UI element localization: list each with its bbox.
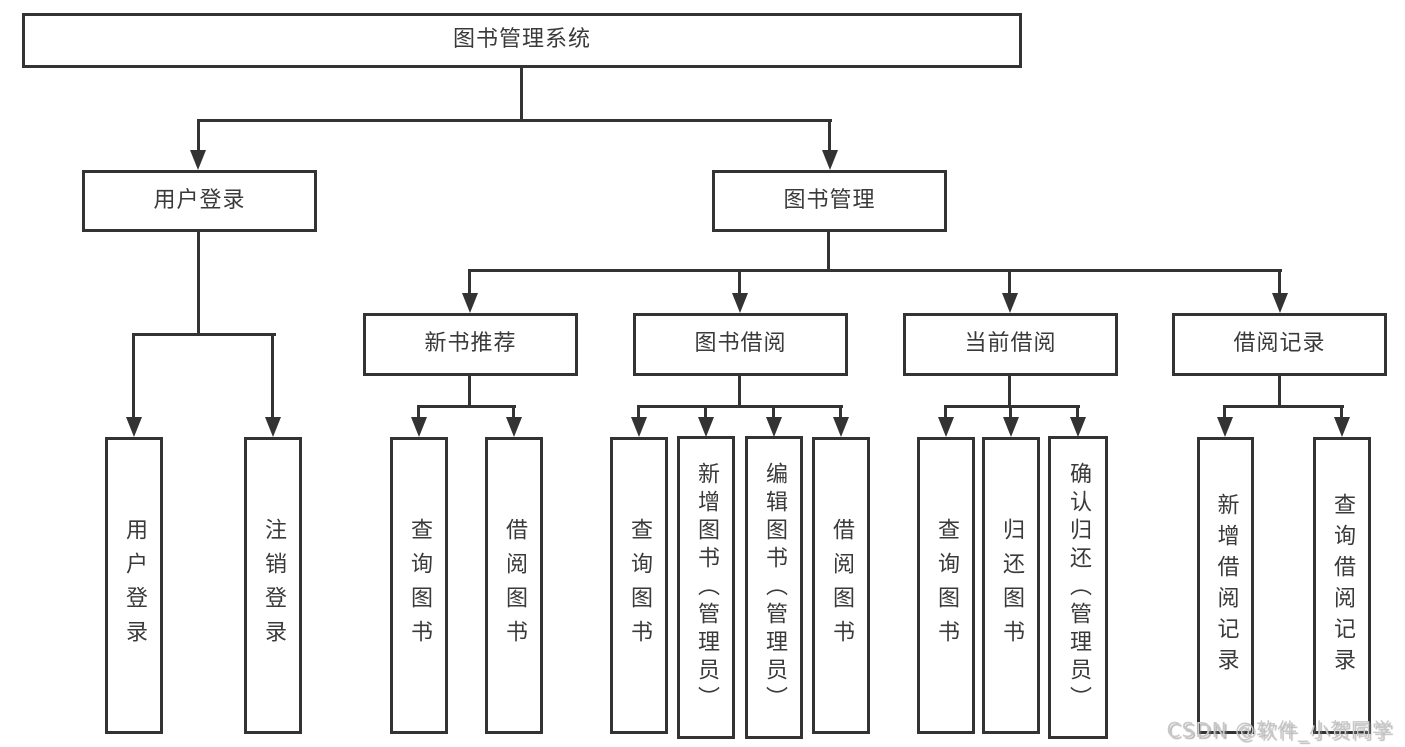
connector-shaft bbox=[1340, 405, 1343, 419]
connector-shaft bbox=[1008, 269, 1011, 295]
node-book-management: 图书管理 bbox=[712, 170, 947, 232]
connector-bar bbox=[468, 269, 1282, 272]
node-new-book-recommend: 新书推荐 bbox=[363, 313, 578, 376]
connector-shaft bbox=[1223, 405, 1226, 419]
arrowhead bbox=[126, 417, 142, 437]
leaf-edit-books-admin: 编辑图书（管理员） bbox=[745, 436, 803, 739]
leaf-query-borrow-record: 查询借阅记录 bbox=[1313, 437, 1371, 734]
leaf-add-borrow-record: 新增借阅记录 bbox=[1197, 437, 1254, 734]
leaf-query-books-1: 查询图书 bbox=[390, 437, 448, 734]
connector-bar bbox=[417, 405, 516, 408]
leaf-confirm-return-admin: 确认归还（管理员） bbox=[1048, 436, 1108, 739]
connector-stem bbox=[468, 376, 471, 406]
connector-shaft bbox=[944, 405, 947, 419]
connector-bar bbox=[132, 333, 276, 336]
connector-shaft bbox=[772, 405, 775, 419]
connector-root-stem bbox=[520, 66, 523, 120]
arrowhead bbox=[265, 417, 281, 437]
arrowhead bbox=[1217, 417, 1233, 437]
connector-bar bbox=[1223, 405, 1344, 408]
node-user-login: 用户登录 bbox=[82, 170, 317, 232]
arrowhead bbox=[411, 417, 427, 437]
arrowhead bbox=[1272, 293, 1288, 313]
connector-stem bbox=[1278, 376, 1281, 406]
leaf-label: 查询图书 bbox=[627, 517, 652, 654]
connector-stem bbox=[738, 376, 741, 406]
arrowhead bbox=[938, 417, 954, 437]
arrowhead bbox=[833, 417, 849, 437]
leaf-label: 用户登录 bbox=[122, 517, 147, 654]
leaf-user-login: 用户登录 bbox=[105, 437, 163, 734]
arrowhead bbox=[1334, 417, 1350, 437]
connector-shaft bbox=[468, 269, 471, 295]
connector-shaft bbox=[197, 119, 200, 153]
connector-root-bar bbox=[197, 119, 832, 122]
connector-bar bbox=[637, 405, 843, 408]
arrowhead bbox=[190, 150, 206, 170]
leaf-label: 新增借阅记录 bbox=[1213, 492, 1239, 679]
leaf-label: 借阅图书 bbox=[502, 517, 527, 654]
leaf-label: 借阅图书 bbox=[829, 517, 854, 654]
leaf-label: 编辑图书（管理员） bbox=[762, 461, 787, 714]
node-borrow-records: 借阅记录 bbox=[1172, 313, 1387, 376]
connector-stem bbox=[1008, 376, 1011, 406]
arrowhead bbox=[1003, 417, 1019, 437]
arrowhead bbox=[732, 293, 748, 313]
connector-shaft bbox=[738, 269, 741, 295]
leaf-query-books-3: 查询图书 bbox=[917, 437, 975, 734]
arrowhead bbox=[698, 417, 714, 437]
connector-shaft bbox=[512, 405, 515, 419]
connector-bar bbox=[944, 405, 1080, 408]
arrowhead bbox=[506, 417, 522, 437]
arrowhead bbox=[462, 293, 478, 313]
arrowhead bbox=[1070, 417, 1086, 437]
watermark: CSDN @软件_小贺同学 bbox=[1166, 718, 1393, 742]
leaf-borrow-books-1: 借阅图书 bbox=[485, 437, 543, 734]
node-library-system: 图书管理系统 bbox=[22, 13, 1022, 68]
leaf-return-books: 归还图书 bbox=[982, 437, 1040, 734]
connector-shaft bbox=[704, 405, 707, 419]
connector-shaft bbox=[1076, 405, 1079, 419]
connector-shaft bbox=[828, 119, 831, 153]
leaf-label: 注销登录 bbox=[261, 517, 286, 654]
arrowhead bbox=[822, 150, 838, 170]
connector-shaft bbox=[417, 405, 420, 419]
leaf-label: 新增图书（管理员） bbox=[694, 461, 719, 714]
connector-shaft bbox=[271, 333, 274, 419]
arrowhead bbox=[1002, 293, 1018, 313]
connector-shaft bbox=[637, 405, 640, 419]
connector-stem bbox=[197, 232, 200, 335]
leaf-label: 查询图书 bbox=[934, 517, 959, 654]
leaf-add-books-admin: 新增图书（管理员） bbox=[677, 436, 735, 739]
leaf-label: 确认归还（管理员） bbox=[1066, 461, 1091, 714]
connector-shaft bbox=[1278, 269, 1281, 295]
node-book-borrow: 图书借阅 bbox=[633, 313, 848, 376]
connector-shaft bbox=[1009, 405, 1012, 419]
leaf-query-books-2: 查询图书 bbox=[610, 437, 668, 734]
leaf-label: 查询借阅记录 bbox=[1330, 492, 1355, 679]
connector-stem bbox=[827, 232, 830, 272]
leaf-logout: 注销登录 bbox=[244, 437, 302, 734]
arrowhead bbox=[631, 417, 647, 437]
connector-shaft bbox=[839, 405, 842, 419]
leaf-label: 查询图书 bbox=[407, 517, 432, 654]
arrowhead bbox=[766, 417, 782, 437]
leaf-label: 归还图书 bbox=[999, 517, 1024, 654]
node-current-borrow: 当前借阅 bbox=[903, 313, 1118, 376]
leaf-borrow-books-2: 借阅图书 bbox=[812, 437, 870, 734]
connector-shaft bbox=[132, 333, 135, 419]
